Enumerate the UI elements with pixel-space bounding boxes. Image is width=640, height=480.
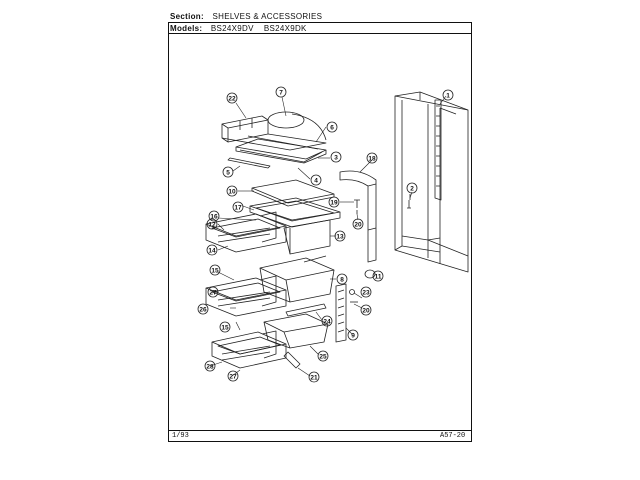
callout-14: 14 [208,248,216,255]
callout-25: 25 [319,354,327,361]
models-label: Models: [170,24,203,33]
callout-22: 22 [228,96,236,103]
callout-24: 24 [323,319,331,326]
callout-5: 5 [226,170,230,177]
footer-date: 1/93 [172,432,189,440]
callout-13: 13 [336,234,344,241]
callout-3: 3 [334,155,338,162]
section-label: Section: [170,12,204,21]
lower-drawer-front [211,330,287,369]
section-line: Section: SHELVES & ACCESSORIES [170,12,322,21]
footer-page-code: A57-20 [440,432,466,440]
divider-mullion [339,170,377,263]
models-line: Models: BS24X9DV BS24X9DK [170,24,307,33]
callout-26: 26 [199,307,207,314]
footer-rule [168,430,472,431]
callout-15b: 15 [221,325,229,332]
callout-27a: 27 [209,290,217,297]
clip [354,199,360,208]
middle-drawer-front [205,275,287,317]
models-value: BS24X9DV BS24X9DK [210,24,307,33]
callout-8: 8 [340,277,344,284]
upper-drawer-front [205,211,287,253]
callout-6: 6 [330,125,334,132]
cam [349,289,355,295]
callout-7: 7 [279,90,283,97]
callout-23: 23 [362,290,370,297]
glass-shelf [251,179,335,207]
callout-circles [197,86,454,383]
lower-pan [263,313,329,349]
callout-20a: 20 [354,222,362,229]
shelf-rail [434,99,442,201]
diagram-border [168,22,472,442]
crisper-cover [249,197,341,228]
callout-18: 18 [368,156,376,163]
callout-17: 17 [234,205,242,212]
cabinet-outline [394,91,469,273]
upper-pan [283,219,331,255]
section-value: SHELVES & ACCESSORIES [212,12,323,21]
callout-27b: 27 [229,374,237,381]
callout-4: 4 [314,178,318,185]
callout-15a: 15 [211,268,219,275]
models-underline [168,33,472,34]
callout-16: 16 [210,214,218,221]
pan-support [285,303,327,317]
callout-11: 11 [375,274,382,281]
callout-10: 10 [228,189,236,196]
callout-28: 28 [206,364,214,371]
callout-21: 21 [310,375,318,382]
callout-1: 1 [446,93,450,100]
callout-9: 9 [351,333,355,340]
middle-pan [259,255,335,303]
rail-clip [283,351,301,369]
top-shelf-assembly [221,111,327,164]
roller [364,269,376,279]
screw [407,200,411,209]
slide-rail [335,283,347,343]
callout-2: 2 [410,186,414,193]
callout-20b: 20 [362,308,370,315]
leader-lines [209,95,447,377]
shelf-strip [227,157,271,169]
callout-12: 12 [208,222,216,229]
callout-19: 19 [330,200,338,207]
